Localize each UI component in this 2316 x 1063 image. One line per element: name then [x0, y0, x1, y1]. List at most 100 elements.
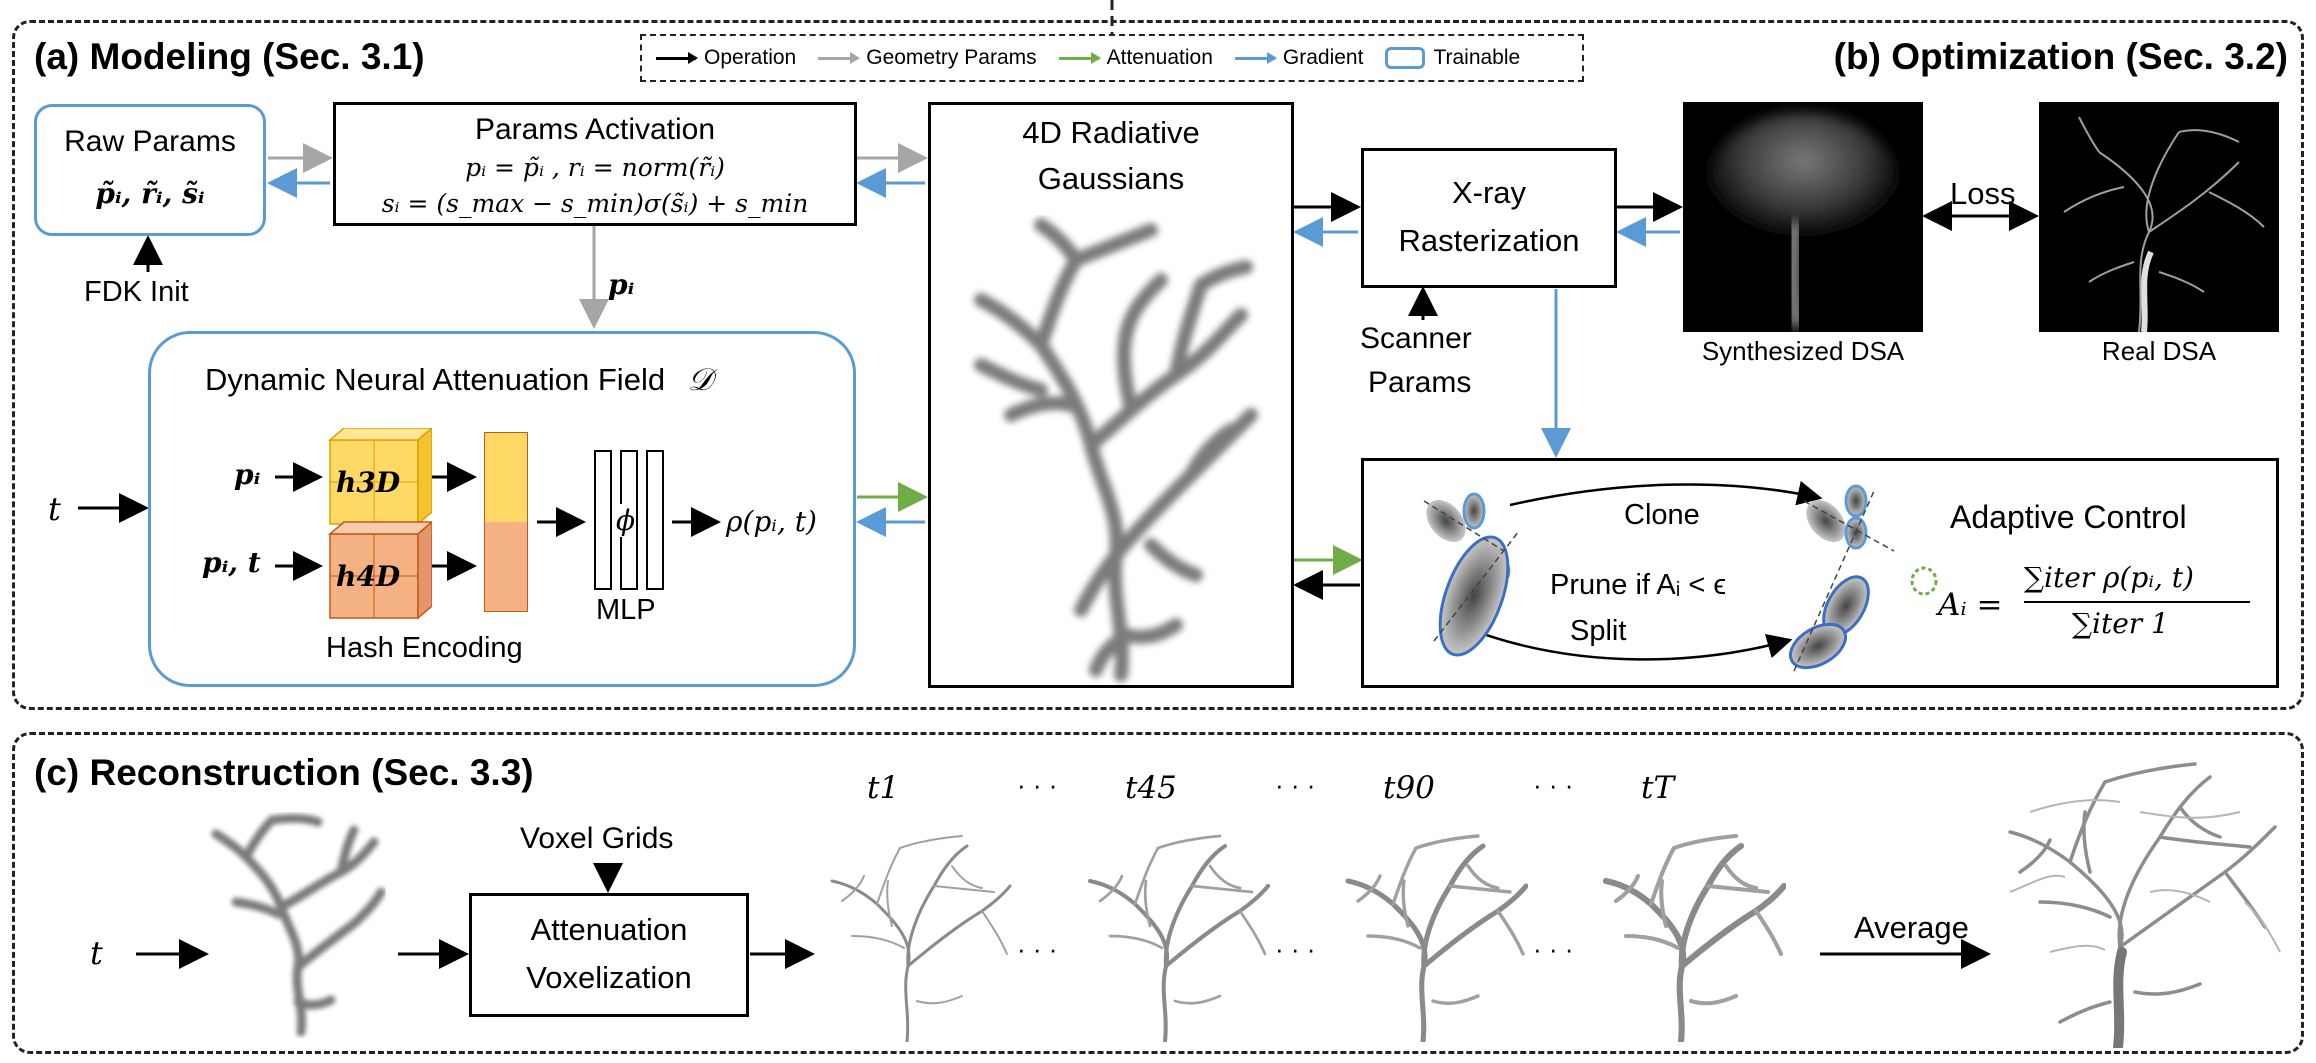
- vessel-branch: [906, 884, 1012, 968]
- ellipsis-bottom-2: · · ·: [1533, 934, 1574, 964]
- legend-attenuation-label: Attenuation: [1106, 46, 1213, 69]
- t-input-modeling: t: [48, 490, 61, 528]
- params-activation-title: Params Activation: [474, 113, 716, 146]
- vessel-branch: [1173, 994, 1222, 1005]
- voxelization-line2: Voxelization: [526, 960, 692, 995]
- vessel-branch: [1238, 909, 1267, 956]
- adaptive-formula-num: ∑iter ρ(pᵢ, t): [2024, 561, 2194, 594]
- vessel-branch: [1705, 883, 1771, 895]
- dnaf-box: Dynamic Neural Attenuation Field 𝒟: [148, 331, 856, 687]
- h3d-label: h3D: [336, 466, 401, 499]
- vessel-frame-2: [1345, 834, 1528, 1042]
- legend-geometry: Geometry Params: [818, 46, 1037, 70]
- vessel-branch: [1671, 833, 1739, 851]
- vessel-frame-1: [1087, 834, 1270, 1042]
- voxel-grids-label: Voxel Grids: [520, 822, 674, 855]
- vessel-branch: [1163, 883, 1270, 969]
- gaussian-vessel-tree: [974, 218, 1258, 682]
- vessel-branch: [841, 875, 865, 902]
- adaptive-control-box: Clone Prune if Aᵢ < ϵ Split Adaptive Con…: [1361, 458, 2279, 688]
- vessel-branch: [1678, 842, 1745, 970]
- vessel-branch: [1208, 864, 1242, 890]
- voxelization-box: Attenuation Voxelization: [469, 893, 749, 1017]
- vessel-branch: [1108, 934, 1164, 950]
- loss-label: Loss: [1950, 176, 2016, 211]
- feature-vector: [484, 432, 528, 612]
- vessel-branch: [1431, 994, 1480, 1005]
- vessel-branch: [1448, 884, 1512, 894]
- vessel-frame-3: [1602, 833, 1786, 1042]
- vessel-branch: [1421, 843, 1486, 969]
- vessel-branch: [1602, 877, 1687, 1042]
- h4d-label: h4D: [336, 560, 401, 593]
- averaged-vessel-volume: [2008, 762, 2281, 1048]
- ellipsis-bottom-0: · · ·: [1017, 934, 1058, 964]
- params-activation-line2: sᵢ = (s_max − s_min)σ(s̃ᵢ) + s_min: [381, 189, 809, 218]
- raw-params-formula: p̃ᵢ, r̃ᵢ, s̃ᵢ: [95, 177, 205, 210]
- vessel-branch: [1678, 882, 1786, 970]
- scanner-params-line2: Params: [1368, 366, 1472, 399]
- raw-params-box: Raw Params p̃ᵢ, r̃ᵢ, s̃ᵢ: [34, 104, 266, 236]
- geometry-arrow-icon: [818, 51, 861, 64]
- params-activation-box: Params Activation pᵢ = p̃ᵢ , rᵢ = norm(r…: [333, 102, 857, 226]
- frame-label-3: tT: [1641, 770, 1675, 806]
- clone-label: Clone: [1624, 499, 1700, 531]
- vessel-branch: [1366, 934, 1422, 950]
- hash-encoding-label: Hash Encoding: [326, 632, 523, 664]
- vessel-branch: [899, 835, 963, 849]
- pi-label: pᵢ: [608, 268, 635, 301]
- vessel-branch: [1688, 993, 1739, 1006]
- rasterization-box: X-ray Rasterization: [1361, 148, 1617, 288]
- dnaf-symbol: 𝒟: [687, 362, 713, 398]
- dnaf-output: ρ(pᵢ, t): [726, 505, 817, 538]
- vessel-branch: [1648, 845, 1677, 907]
- adaptive-control-title: Adaptive Control: [1950, 499, 2187, 535]
- dnaf-title-text: Dynamic Neural Attenuation Field: [205, 362, 666, 397]
- legend-operation: Operation: [656, 46, 796, 70]
- vessel-branch: [951, 865, 983, 889]
- vessel-branch: [1356, 874, 1382, 903]
- params-activation-line1: pᵢ = p̃ᵢ , rᵢ = norm(r̃ᵢ): [465, 153, 725, 182]
- vessel-branch: [981, 910, 1008, 955]
- legend-attenuation: Attenuation: [1058, 46, 1213, 70]
- raw-params-title: Raw Params: [64, 125, 236, 158]
- vessel-branch: [876, 847, 901, 905]
- average-label: Average: [1854, 910, 1969, 945]
- voxelization-line1: Attenuation: [530, 912, 688, 947]
- vessel-frame-0: [830, 835, 1012, 1042]
- vessel-branch: [1613, 873, 1641, 904]
- vessel-branch: [851, 935, 905, 949]
- t-input-reconstruction: t: [90, 934, 103, 972]
- vessel-branch: [1345, 878, 1428, 1042]
- frame-label-0: t1: [867, 770, 900, 806]
- frame-label-1: t45: [1125, 770, 1177, 806]
- adaptive-formula-lhs: Aᵢ =: [1938, 587, 2003, 623]
- frame-label-2: t90: [1383, 770, 1435, 806]
- legend: Operation Geometry Params Attenuation Gr…: [640, 34, 1584, 82]
- fdk-init-label: FDK Init: [84, 276, 189, 308]
- source-gaussians: [1423, 492, 1520, 657]
- dnaf-title: Dynamic Neural Attenuation Field 𝒟: [205, 362, 712, 399]
- vessel-branch: [1087, 878, 1170, 1042]
- vessel-branch: [1133, 846, 1160, 906]
- vessel-branch: [1421, 883, 1528, 969]
- vessel-branch: [886, 880, 893, 927]
- gradient-arrow-icon: [1234, 51, 1277, 64]
- vessel-branch: [933, 885, 995, 893]
- dnaf-input-pi: pᵢ: [234, 458, 261, 491]
- mlp-layer-3: [646, 450, 664, 590]
- vessel-branch: [1391, 846, 1418, 906]
- vessel-branch: [830, 879, 911, 1042]
- vessel-branch: [1143, 879, 1152, 928]
- gaussians-box: 4D Radiative Gaussians: [928, 102, 1294, 688]
- rasterization-line2: Rasterization: [1398, 223, 1580, 258]
- real-dsa-label: Real DSA: [2101, 336, 2217, 366]
- h4d-cube: [327, 521, 432, 620]
- prune-label: Prune if Aᵢ < ϵ: [1550, 569, 1727, 601]
- legend-gradient-label: Gradient: [1282, 46, 1364, 69]
- rasterization-line1: X-ray: [1451, 175, 1527, 210]
- vessel-branch: [1623, 933, 1681, 951]
- legend-trainable-label: Trainable: [1433, 46, 1521, 69]
- vessel-branch: [906, 844, 969, 968]
